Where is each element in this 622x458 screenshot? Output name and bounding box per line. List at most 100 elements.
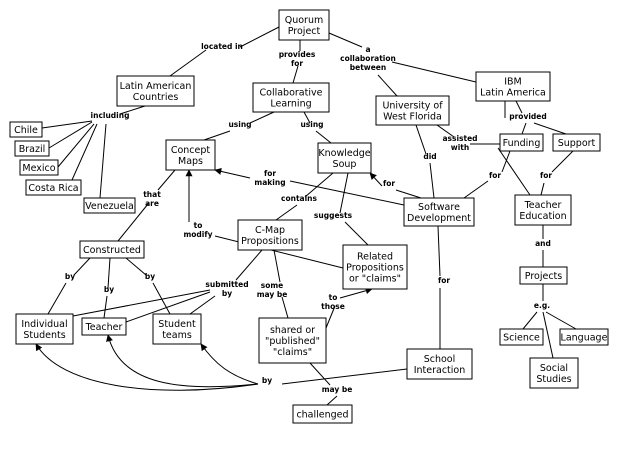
node-label-venezuela: Venezuela — [85, 201, 134, 212]
link-label-for2: for — [489, 171, 501, 180]
node-box-venezuela — [83, 197, 136, 214]
link-label-may-be: may be — [322, 385, 353, 394]
node-box-support — [552, 133, 601, 152]
link-label-and: and — [535, 239, 551, 248]
edge-4 — [328, 32, 363, 48]
edge-20 — [436, 124, 455, 138]
edge-16 — [315, 130, 332, 144]
node-box-language — [559, 328, 609, 346]
node-teacher: Teacher — [81, 317, 127, 336]
edge-43 — [107, 257, 111, 289]
node-costarica: Costa Rica — [25, 179, 82, 196]
edge-61 — [309, 362, 331, 386]
node-venezuela: Venezuela — [83, 197, 136, 214]
node-box-cmaps — [165, 139, 216, 171]
node-box-individual — [15, 313, 74, 345]
edge-67 — [545, 311, 577, 330]
edges — [35, 26, 577, 406]
edge-41 — [73, 257, 91, 276]
link-label-by4: by — [262, 376, 272, 385]
node-challenged: challenged — [292, 404, 353, 424]
node-funding: Funding — [499, 133, 544, 152]
node-box-social — [529, 357, 579, 389]
edge-11 — [71, 123, 98, 181]
node-box-collab — [252, 82, 330, 113]
node-label-challenged: challenged — [296, 410, 348, 421]
node-box-chile — [9, 121, 43, 138]
edge-40 — [117, 203, 149, 242]
edge-14 — [203, 130, 231, 141]
link-label-located-in: located in — [201, 42, 243, 51]
node-support: Support — [552, 133, 601, 152]
link-label-by2: by — [104, 285, 114, 294]
link-label-contains: contains — [281, 194, 317, 203]
edge-30 — [214, 167, 251, 179]
edge-37 — [214, 235, 344, 269]
node-box-teachered — [514, 194, 572, 226]
edge-48 — [72, 289, 211, 317]
edge-36 — [344, 221, 369, 246]
node-box-software — [403, 197, 475, 227]
edge-0 — [239, 26, 280, 48]
node-label-mexico: Mexico — [22, 163, 55, 174]
node-box-uwf — [375, 95, 450, 126]
edge-39 — [157, 169, 176, 191]
edge-58 — [35, 343, 259, 391]
node-chile: Chile — [9, 121, 43, 138]
node-label-costarica: Costa Rica — [28, 183, 78, 194]
edge-68 — [542, 311, 554, 359]
node-box-brazil — [14, 140, 50, 157]
edge-5 — [377, 74, 398, 97]
edge-34 — [275, 204, 298, 221]
edge-42 — [47, 282, 67, 315]
edge-46 — [152, 282, 171, 315]
edge-31 — [395, 189, 422, 199]
node-box-studentteams — [152, 313, 202, 345]
link-label-eg: e.g. — [534, 301, 550, 310]
node-box-cmapprops — [237, 219, 303, 251]
edge-59 — [106, 334, 259, 388]
edge-17 — [515, 100, 523, 114]
edge-24 — [501, 150, 511, 173]
edge-9 — [48, 121, 93, 149]
edge-27 — [540, 182, 545, 196]
link-label-for1: for — [383, 179, 395, 188]
edge-18 — [521, 122, 527, 135]
node-box-school — [406, 348, 473, 380]
edge-1 — [169, 49, 207, 77]
node-label-projects: Projects — [525, 271, 563, 282]
edge-26 — [551, 150, 574, 173]
node-box-teacher — [81, 317, 127, 336]
edge-60 — [200, 343, 259, 385]
edge-25 — [463, 180, 489, 199]
edge-8 — [41, 120, 93, 129]
edge-10 — [57, 123, 95, 168]
node-label-science: Science — [503, 333, 540, 344]
node-box-ksoup — [317, 142, 372, 174]
node-box-constructed — [79, 240, 145, 259]
edge-13 — [249, 111, 275, 124]
link-label-for4: for — [438, 276, 450, 285]
